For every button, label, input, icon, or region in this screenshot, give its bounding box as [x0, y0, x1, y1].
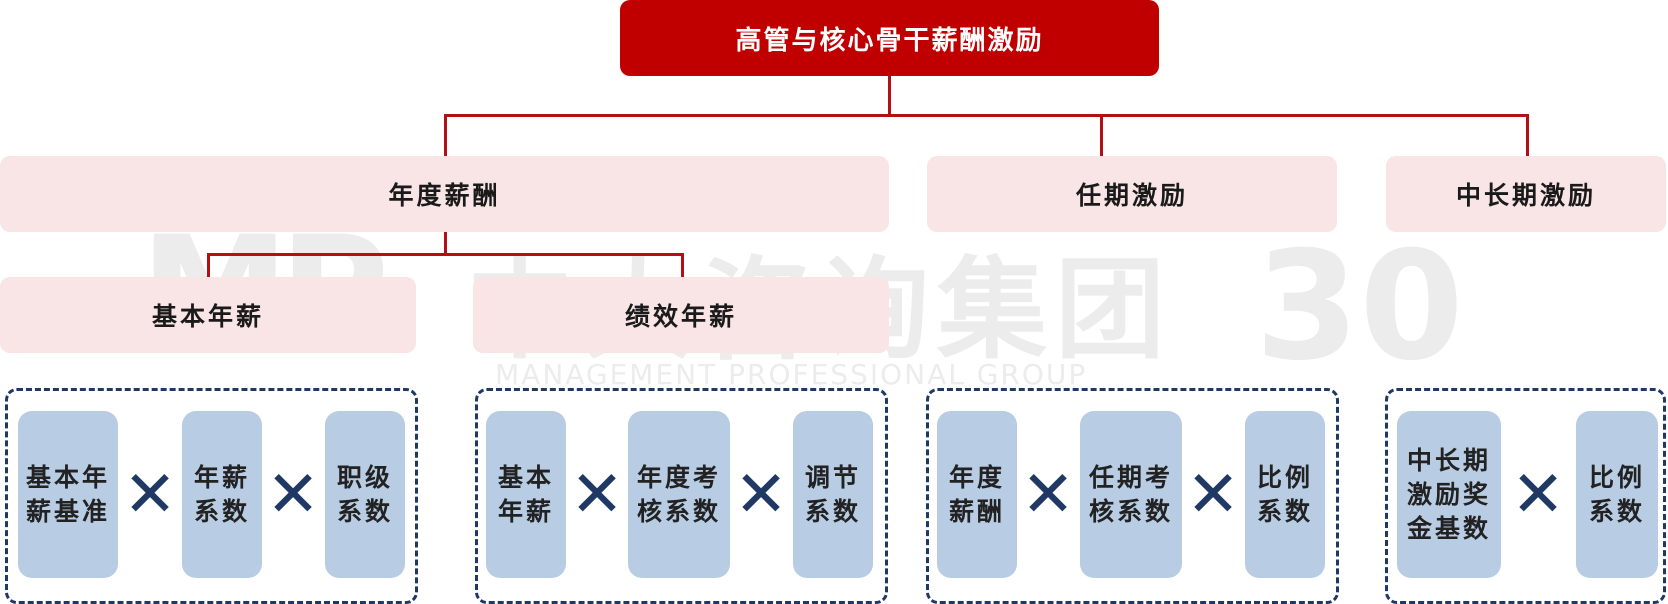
factor-box: 中长期激励奖金基数	[1397, 411, 1501, 578]
formula-group-performance	[475, 388, 888, 604]
connector	[444, 230, 447, 256]
connector	[444, 114, 1529, 117]
factor-box: 比例系数	[1245, 411, 1325, 578]
connector	[681, 253, 684, 277]
multiply-icon: ✕	[266, 457, 320, 532]
watermark-anniversary: 30	[1255, 220, 1464, 394]
factor-box: 任期考核系数	[1080, 411, 1182, 578]
factor-box: 年度薪酬	[937, 411, 1017, 578]
category-longterm-incentive: 中长期激励	[1386, 156, 1666, 232]
connector	[444, 114, 447, 156]
factor-box: 基本年薪	[486, 411, 566, 578]
connector	[888, 76, 891, 116]
factor-box: 调节系数	[793, 411, 873, 578]
watermark-company-en: MANAGEMENT PROFESSIONAL GROUP	[495, 358, 1088, 391]
multiply-icon: ✕	[570, 457, 624, 532]
multiply-icon: ✕	[123, 457, 177, 532]
factor-box: 年薪系数	[182, 411, 262, 578]
multiply-icon: ✕	[1186, 457, 1240, 532]
multiply-icon: ✕	[1021, 457, 1075, 532]
connector	[207, 253, 684, 256]
category-annual-pay: 年度薪酬	[0, 156, 889, 232]
root-node: 高管与核心骨干薪酬激励	[620, 0, 1159, 76]
connector	[207, 253, 210, 277]
factor-box: 比例系数	[1576, 411, 1658, 578]
connector	[1100, 114, 1103, 156]
connector	[1526, 114, 1529, 156]
multiply-icon: ✕	[734, 457, 788, 532]
formula-group-tenure	[926, 388, 1339, 604]
factor-box: 年度考核系数	[628, 411, 730, 578]
category-tenure-incentive: 任期激励	[927, 156, 1337, 232]
subcategory-base-salary: 基本年薪	[0, 277, 416, 353]
formula-group-longterm	[1385, 388, 1666, 604]
subcategory-performance-salary: 绩效年薪	[473, 277, 889, 353]
factor-box: 职级系数	[325, 411, 405, 578]
multiply-icon: ✕	[1511, 457, 1565, 532]
formula-group-base	[5, 388, 418, 604]
factor-box: 基本年薪基准	[18, 411, 118, 578]
